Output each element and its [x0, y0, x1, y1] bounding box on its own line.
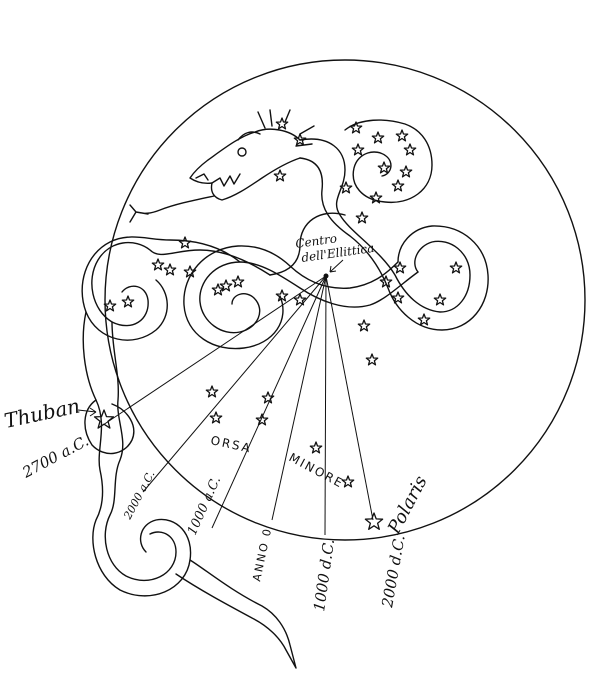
ecliptic-pole [323, 273, 329, 279]
celestial-circle [104, 59, 586, 541]
dragon-star-icon [275, 117, 289, 130]
polaris-star-icon [364, 512, 384, 530]
dragon-star-icon [178, 236, 192, 249]
dragon-star-icon [449, 261, 463, 274]
dragon-star-icon [163, 263, 177, 276]
dragon-star-icon [379, 275, 393, 288]
polaris-label: Polaris [383, 472, 431, 538]
dragon-star-icon [395, 129, 409, 142]
dragon-star-icon [273, 169, 287, 182]
orsa-label: ORSA [209, 433, 253, 455]
ursa-minor-star-icon [205, 385, 219, 398]
polaris-star [364, 512, 384, 530]
ursa-minor-star-icon [261, 391, 275, 404]
dragon-body [81, 119, 489, 669]
thuban-star-icon [93, 409, 115, 429]
dragon-head [129, 109, 315, 223]
dragon-star-icon [377, 161, 391, 174]
pole-arrow [329, 259, 344, 273]
dragon-star-icon [293, 133, 307, 146]
ursa-minor-star-icon [209, 411, 223, 424]
thuban-label: Thuban [2, 393, 82, 432]
dragon-star-icon [365, 353, 379, 366]
minore-label: MINORE [287, 450, 347, 491]
epoch-2000bc: 2000 a.C. [121, 468, 158, 522]
ursa-minor-stars [205, 385, 355, 488]
dragon-star-icon [349, 121, 363, 134]
dragon-star-icon [351, 143, 365, 156]
epoch-lines [102, 275, 374, 536]
dragon-star-icon [417, 313, 431, 326]
dragon-stars [103, 117, 463, 366]
thuban-arrow [77, 407, 97, 417]
dragon-star-icon [121, 295, 135, 308]
epoch-1000ad: 1000 d.C. [310, 538, 338, 613]
dragon-star-icon [357, 319, 371, 332]
dragon-star-icon [231, 275, 245, 288]
thuban-star [93, 409, 115, 429]
dragon-star-icon [183, 265, 197, 278]
epoch-2000ad: 2000 d.C. [378, 534, 409, 610]
dragon-star-icon [433, 293, 447, 306]
dragon-star-icon [393, 261, 407, 274]
dragon-star-icon [391, 291, 405, 304]
dragon-star-icon [151, 258, 165, 271]
ursa-minor-star-icon [309, 441, 323, 454]
dragon-star-icon [371, 131, 385, 144]
dragon-star-icon [355, 211, 369, 224]
dragon-star-icon [369, 191, 383, 204]
ursa-minor-star-icon [255, 413, 269, 426]
dragon-star-icon [211, 283, 225, 296]
dragon-star-icon [403, 143, 417, 156]
dragon-star-icon [293, 293, 307, 306]
epoch-year0: ANNO 0 [250, 526, 274, 583]
dragon-star-icon [391, 179, 405, 192]
dragon-star-icon [339, 181, 353, 194]
dragon-star-icon [275, 289, 289, 302]
dragon-star-icon [219, 279, 233, 292]
center-label-line1: Centro [294, 231, 337, 251]
dragon-star-icon [399, 165, 413, 178]
epoch-2700bc: 2700 a.C. [19, 432, 92, 482]
ursa-minor-star-icon [341, 475, 355, 488]
dragon-star-icon [103, 299, 117, 312]
